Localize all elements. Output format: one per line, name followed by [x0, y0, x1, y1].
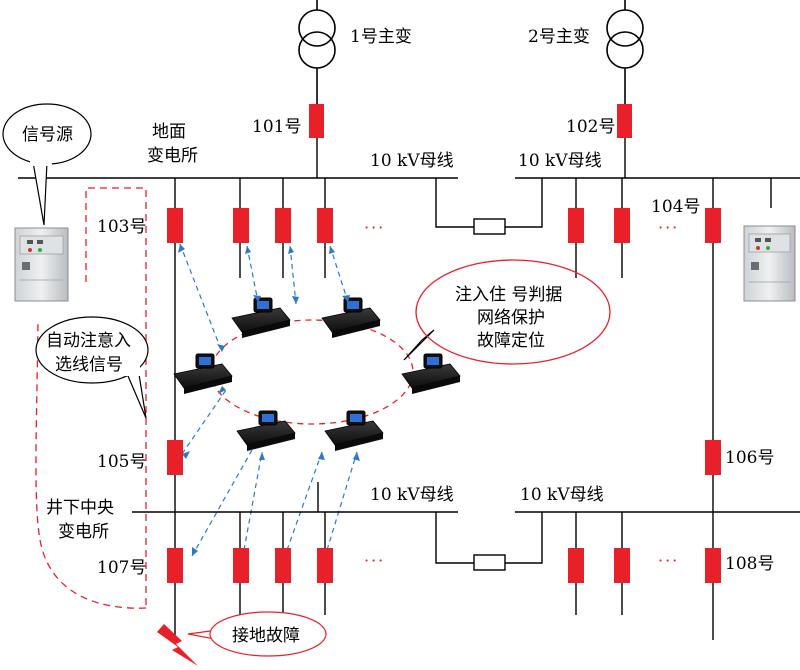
underground-station-label-2: 变电所 [58, 522, 109, 542]
signal-source-label: 信号源 [22, 125, 73, 145]
underground-station-label-1: 井下中央 [46, 498, 114, 518]
communication-links [179, 243, 358, 557]
fault-callout [187, 611, 327, 657]
lower-bus-tie [435, 512, 543, 571]
breaker-106-icon [705, 440, 721, 475]
protection-label-1: 注入住 号判据 [455, 285, 562, 305]
breaker-103-label: 103号 [97, 217, 146, 237]
feeder-ellipsis: ··· [658, 551, 679, 570]
transformer-2-icon [606, 0, 644, 104]
breaker-102-label: 102号 [566, 117, 615, 137]
protection-label-2: 网络保护 [477, 308, 545, 328]
breaker-103-icon [167, 208, 183, 243]
feeder-breaker-icon [317, 208, 333, 243]
feeder-breaker-icon [568, 548, 584, 583]
protection-device-icon [401, 353, 461, 394]
lower-bus-right-label: 10 kV母线 [520, 485, 604, 505]
transformer-2-label: 2号主变 [528, 27, 590, 47]
protection-device-icon [231, 297, 291, 338]
surface-station-label-1: 地面 [152, 122, 186, 142]
feeder-breaker-icon [233, 208, 249, 243]
breaker-108-icon [705, 548, 721, 583]
feeder-ellipsis: ··· [364, 551, 385, 570]
lower-bus-left-label: 10 kV母线 [370, 485, 454, 505]
link-arrowheads [178, 244, 360, 556]
feeder-breaker-icon [568, 208, 584, 243]
breaker-104-icon [705, 208, 721, 243]
injection-region-outline [35, 187, 147, 609]
protection-device-icon [321, 297, 381, 338]
fault-label: 接地故障 [232, 626, 300, 646]
feeder-breaker-icon [275, 548, 291, 583]
protection-device-icon [236, 410, 296, 451]
protection-device-icon [324, 410, 384, 451]
signal-source-cabinet-left-icon [14, 227, 69, 302]
auto-inject-label-1: 自动注意入 [46, 331, 131, 351]
protection-device-icon [173, 353, 233, 394]
breaker-102-icon [617, 104, 632, 138]
auto-inject-label-2: 选线信号 [55, 355, 123, 375]
feeder-breaker-icon [614, 548, 630, 583]
protection-callout [403, 259, 611, 365]
protection-ring [210, 319, 414, 425]
feeder-ellipsis: ··· [658, 218, 679, 237]
breaker-105-icon [167, 440, 183, 475]
protection-label-3: 故障定位 [477, 331, 545, 351]
feeder-breaker-icon [275, 208, 291, 243]
signal-source-cabinet-right-icon [743, 225, 796, 302]
feeder-breaker-icon [233, 548, 249, 583]
feeder-breaker-icon [614, 208, 630, 243]
breaker-106-label: 106号 [725, 448, 774, 468]
upper-bus-left-label: 10 kV母线 [370, 151, 454, 171]
upper-bus-right-label: 10 kV母线 [518, 151, 602, 171]
breaker-104-label: 104号 [651, 197, 700, 217]
transformer-1-icon [298, 0, 336, 104]
transformer-1-label: 1号主变 [350, 27, 412, 47]
breaker-107-label: 107号 [97, 558, 146, 578]
breaker-108-label: 108号 [725, 554, 774, 574]
breaker-105-label: 105号 [97, 452, 146, 472]
upper-bus-tie [435, 178, 543, 235]
lightning-fault-icon [157, 624, 198, 666]
feeder-breaker-icon [317, 548, 333, 583]
feeder-ellipsis: ··· [364, 218, 385, 237]
signal-source-callout [2, 103, 92, 226]
surface-station-label-2: 变电所 [147, 146, 198, 166]
breaker-101-icon [309, 104, 324, 138]
breaker-101-label: 101号 [252, 117, 301, 137]
breaker-107-icon [167, 548, 183, 583]
auto-inject-callout [35, 316, 149, 419]
